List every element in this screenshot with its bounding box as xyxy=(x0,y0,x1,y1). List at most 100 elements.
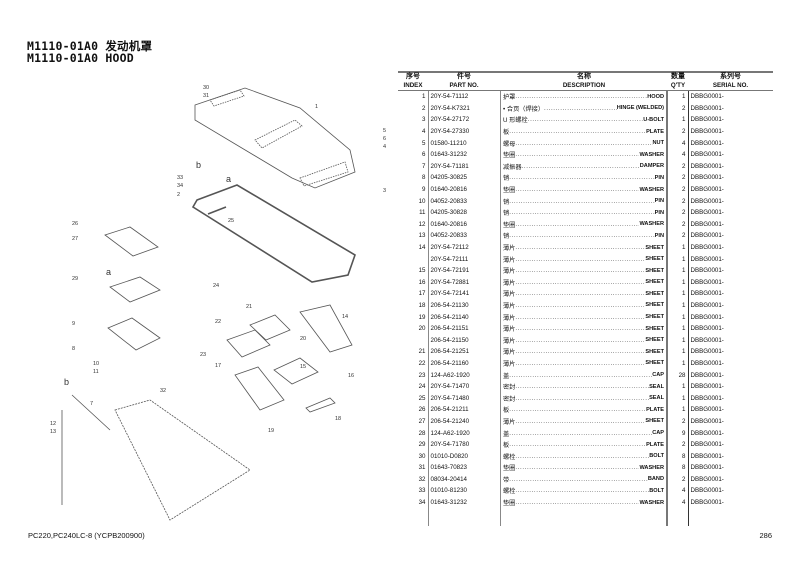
part-number-cell: 20Y-54-K7321 xyxy=(430,104,470,112)
serial-cell: DBBG0001- xyxy=(690,139,724,147)
leader-dots xyxy=(515,360,645,367)
table-row: 206-54-21150薄片SHEET1DBBG0001- xyxy=(398,334,773,347)
serial-cell: DBBG0001- xyxy=(690,93,724,101)
description-cell: 盖CAP xyxy=(500,427,668,439)
quantity-cell: 4 xyxy=(668,137,689,149)
index-cell: 31 xyxy=(398,462,429,474)
description-cell: 薄片SHEET xyxy=(500,346,668,358)
hood-vent xyxy=(254,119,303,149)
description-cn: 薄片 xyxy=(503,418,516,426)
part-number-cell: 20Y-54-71480 xyxy=(430,394,470,402)
index-cell: 21 xyxy=(398,346,429,358)
description-cn: 销 xyxy=(503,198,510,206)
description-cn: 薄片 xyxy=(503,291,516,299)
description-cell: 减振器DAMPER xyxy=(500,160,668,173)
description-cell: 盖CAP xyxy=(500,369,668,381)
description-cell: 销PIN xyxy=(500,206,668,219)
description-en: NUT xyxy=(652,140,665,147)
description-en: SHEET xyxy=(645,348,664,355)
callout: 34 xyxy=(177,183,183,189)
serial-cell: DBBG0001- xyxy=(690,406,724,414)
description-cn: 薄片 xyxy=(503,326,516,334)
index-cell: 20 xyxy=(398,322,429,335)
quantity-cell: 1 xyxy=(668,311,689,323)
description-cn: 护罩 xyxy=(503,94,516,102)
serial-cell: DBBG0001- xyxy=(690,174,724,182)
description-en: WASHER xyxy=(639,464,664,471)
index-cell: 12 xyxy=(398,218,429,231)
leader-dots xyxy=(515,395,649,402)
leader-dots xyxy=(515,418,645,425)
callout: 27 xyxy=(72,236,78,242)
serial-cell: DBBG0001- xyxy=(690,267,724,275)
index-cell: 4 xyxy=(398,125,429,138)
callout: 20 xyxy=(300,336,306,342)
description-cn: 薄片 xyxy=(503,256,516,264)
callout: 6 xyxy=(383,136,386,142)
leader-dots xyxy=(509,198,654,205)
index-cell xyxy=(398,253,429,265)
description-en: SEAL xyxy=(649,383,664,390)
description-cn: 盖 xyxy=(503,430,510,438)
quantity-cell: 2 xyxy=(668,172,689,184)
quantity-cell: 2 xyxy=(668,415,689,428)
callout: 33 xyxy=(177,175,183,181)
description-en: SHEET xyxy=(645,256,664,263)
part-number-cell: 01643-70823 xyxy=(430,464,467,472)
description-cell: 螺母NUT xyxy=(500,137,668,149)
empty-cell xyxy=(428,508,500,526)
leader-dots xyxy=(515,337,645,344)
leader-dots xyxy=(515,487,649,494)
serial-cell: DBBG0001- xyxy=(690,348,724,356)
sheet-17 xyxy=(234,366,285,411)
part-number-cell: 206-54-21151 xyxy=(430,325,469,333)
leader-dots xyxy=(528,116,644,123)
serial-cell: DBBG0001- xyxy=(690,278,724,286)
leader-dots xyxy=(515,140,652,147)
callout: 25 xyxy=(228,218,234,224)
callout: 26 xyxy=(72,221,78,227)
quantity-cell: 4 xyxy=(668,485,689,497)
part-number-cell: 124-A62-1920 xyxy=(430,429,470,437)
description-cn: 盖 xyxy=(503,372,510,380)
serial-cell: DBBG0001- xyxy=(690,186,724,194)
description-cn: 垫圈 xyxy=(503,500,516,508)
part-number-cell: 04205-30828 xyxy=(430,209,467,217)
serial-cell: DBBG0001- xyxy=(690,116,724,124)
part-number-cell: 01580-11210 xyxy=(430,139,467,147)
quantity-cell: 1 xyxy=(668,346,689,358)
sheet-9 xyxy=(107,317,161,351)
part-number-cell: 206-54-21251 xyxy=(430,348,470,356)
description-en: SHEET xyxy=(645,418,664,425)
serial-cell: DBBG0001- xyxy=(690,290,724,298)
description-cell: 薄片 SHEET xyxy=(500,253,668,265)
description-cell: 薄片SHEET xyxy=(500,241,668,254)
part-number-cell: 01643-31232 xyxy=(430,151,467,159)
description-cell: 垫圈WASHER xyxy=(500,218,668,231)
index-cell: 24 xyxy=(398,380,429,393)
description-cn: 销 xyxy=(503,210,510,218)
index-cell: 13 xyxy=(398,230,429,242)
sheet-14 xyxy=(299,304,353,353)
description-cell: 板PLATE xyxy=(500,404,668,416)
part-number-cell: 01640-20816 xyxy=(430,186,467,194)
index-cell: 22 xyxy=(398,357,429,370)
empty-cell xyxy=(500,508,668,527)
serial-cell: DBBG0001- xyxy=(690,255,724,263)
serial-cell: DBBG0001- xyxy=(690,487,724,495)
sheet-21 xyxy=(249,314,291,341)
serial-cell: DBBG0001- xyxy=(690,452,724,460)
description-cn: 板 xyxy=(503,442,510,450)
index-cell: 17 xyxy=(398,288,429,300)
description-cn: 薄片 xyxy=(503,279,516,287)
part-number-cell: 20Y-54-27172 xyxy=(430,116,470,124)
callout: 9 xyxy=(72,321,75,327)
plate-26 xyxy=(109,276,161,303)
